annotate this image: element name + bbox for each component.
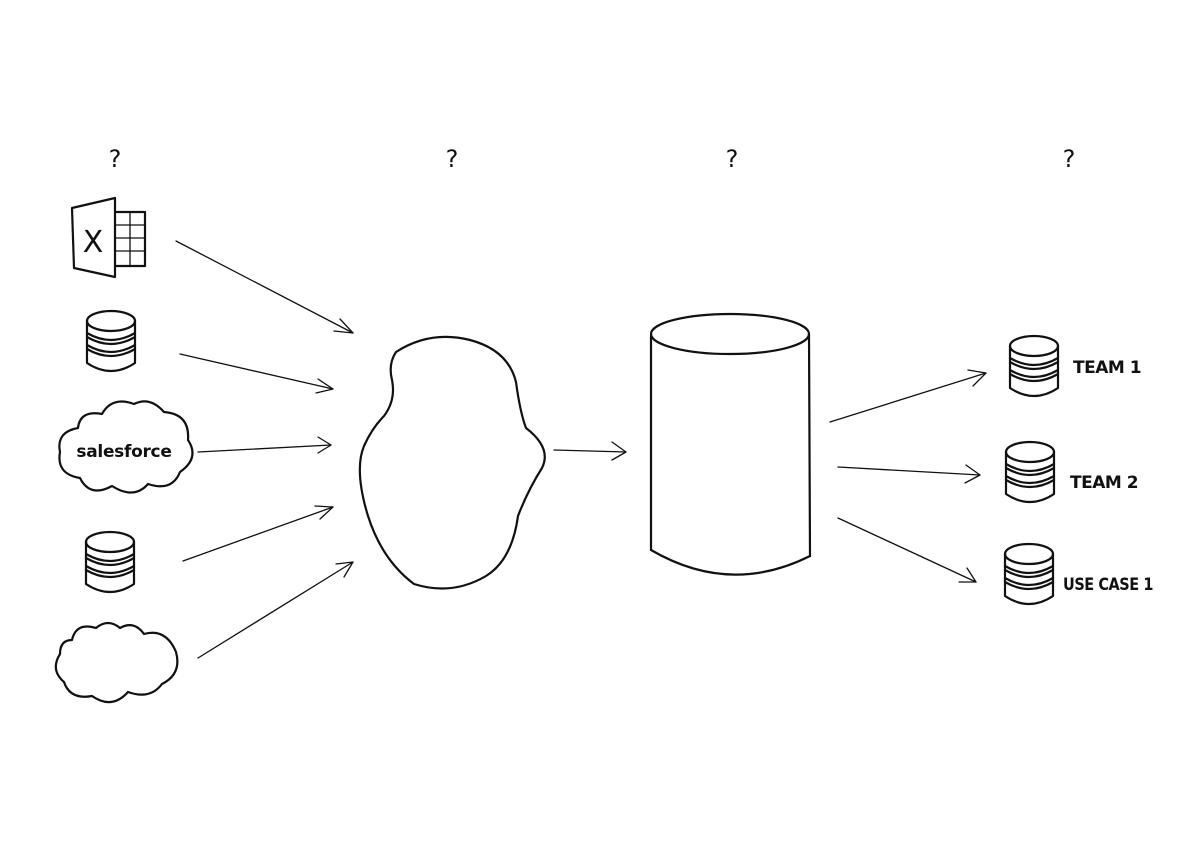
database-icon: [85, 309, 137, 373]
cylinder-icon: [649, 312, 812, 576]
database-icon: [1004, 440, 1056, 504]
output-use-case-1: USE CASE 1: [1003, 542, 1154, 606]
output-label: TEAM 2: [1070, 473, 1138, 493]
output-label: USE CASE 1: [1063, 575, 1153, 595]
stage-sources-label: ?: [109, 145, 122, 173]
processing-to-storage-arrow: [553, 441, 627, 461]
excel-icon: X: [70, 196, 147, 279]
stage-processing-label: ?: [446, 145, 459, 173]
database-icon: [1003, 542, 1055, 606]
output-label: TEAM 1: [1073, 358, 1141, 378]
database-icon: [1008, 334, 1060, 398]
output-arrows: [829, 369, 987, 583]
database-icon: [84, 530, 136, 594]
excel-x-glyph: X: [83, 225, 104, 260]
output-team-2: TEAM 2: [1004, 440, 1139, 504]
output-team-1: TEAM 1: [1008, 334, 1142, 398]
cloud-icon: [54, 621, 179, 704]
stage-outputs-label: ?: [1063, 145, 1076, 173]
stage-storage-label: ?: [726, 145, 739, 173]
salesforce-cloud-icon: salesforce: [58, 400, 194, 494]
processing-blob-shape: [358, 335, 546, 590]
salesforce-label: salesforce: [76, 442, 171, 462]
source-arrows: [175, 240, 354, 659]
